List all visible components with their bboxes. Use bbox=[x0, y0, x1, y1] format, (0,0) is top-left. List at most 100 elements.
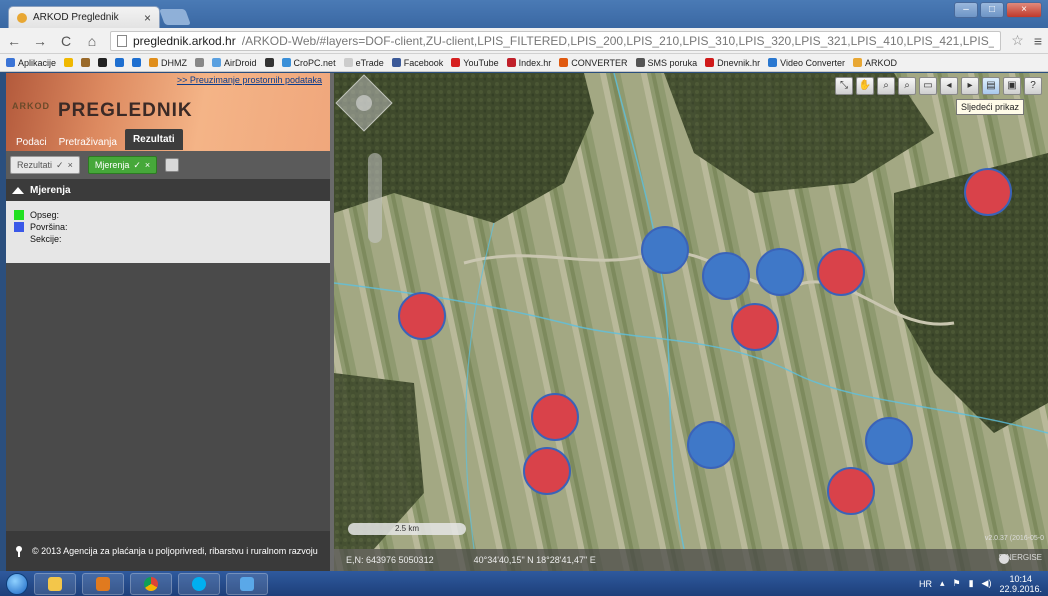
tab-close-icon[interactable]: × bbox=[143, 10, 151, 25]
close-window-button[interactable]: × bbox=[1006, 2, 1042, 18]
map-tool-button[interactable]: ✋ bbox=[856, 77, 874, 95]
blue-measurement-circle[interactable] bbox=[641, 226, 689, 274]
bookmark-item[interactable] bbox=[195, 58, 205, 67]
tab-pretrazivanja[interactable]: Pretraživanja bbox=[58, 137, 117, 148]
clock[interactable]: 10:14 22.9.2016. bbox=[999, 574, 1042, 594]
bookmark-icon bbox=[506, 58, 516, 67]
left-panel: >> Preuzimanje prostornih podataka ARKOD… bbox=[6, 73, 330, 571]
map-tool-button[interactable]: ▭ bbox=[919, 77, 937, 95]
pan-control-icon[interactable] bbox=[334, 73, 394, 133]
tab-rezultati[interactable]: Rezultati bbox=[124, 129, 183, 150]
red-measurement-circle[interactable] bbox=[398, 292, 446, 340]
zoom-slider[interactable] bbox=[368, 153, 382, 243]
bookmark-item[interactable]: AirDroid bbox=[212, 58, 257, 68]
map-tool-button[interactable]: ◂ bbox=[940, 77, 958, 95]
browser-menu-icon[interactable]: ≡ bbox=[1033, 32, 1042, 49]
blue-measurement-circle[interactable] bbox=[687, 421, 735, 469]
map-tool-button[interactable]: ▸ bbox=[961, 77, 979, 95]
sinergise-label: SINERGISE bbox=[998, 553, 1042, 562]
maximize-button[interactable]: □ bbox=[980, 2, 1004, 18]
download-data-link[interactable]: >> Preuzimanje prostornih podataka bbox=[176, 75, 322, 85]
measurements-header[interactable]: Mjerenja bbox=[6, 179, 330, 201]
bookmarks-bar: Aplikacije DHMZ AirDroid CroPC.net eTrade Fac… bbox=[0, 54, 1048, 72]
taskbar-chrome[interactable] bbox=[130, 572, 172, 595]
bookmark-item[interactable]: CONVERTER bbox=[559, 58, 628, 68]
taskbar-paint[interactable] bbox=[226, 572, 268, 595]
new-tab-button[interactable] bbox=[159, 9, 191, 25]
red-measurement-circle[interactable] bbox=[964, 168, 1012, 216]
bookmark-item[interactable]: CroPC.net bbox=[281, 57, 336, 68]
tray-arrow-icon[interactable]: ▴ bbox=[939, 578, 945, 588]
print-icon[interactable] bbox=[165, 158, 180, 172]
bookmark-label: CroPC.net bbox=[293, 57, 336, 68]
close-icon[interactable]: × bbox=[144, 160, 151, 170]
bookmark-item[interactable] bbox=[264, 58, 274, 67]
bookmark-item[interactable]: Index.hr bbox=[506, 58, 551, 68]
red-measurement-circle[interactable] bbox=[827, 467, 875, 515]
bookmark-item[interactable]: SMS poruka bbox=[635, 58, 697, 68]
bookmark-icon bbox=[149, 58, 159, 67]
minimize-button[interactable]: – bbox=[954, 2, 978, 18]
forward-button[interactable]: → bbox=[33, 32, 47, 49]
bookmark-item[interactable] bbox=[115, 58, 125, 67]
page-icon bbox=[117, 34, 127, 47]
measurement-circles bbox=[398, 168, 1012, 515]
browser-toolbar: ← → C ⌂ preglednik.arkod.hr/ARKOD-Web/#l… bbox=[0, 28, 1048, 54]
browser-tab[interactable]: ARKOD Preglednik × bbox=[8, 6, 160, 28]
red-measurement-circle[interactable] bbox=[523, 447, 571, 495]
map-tool-button[interactable]: ⤡ bbox=[835, 77, 853, 95]
reload-button[interactable]: C bbox=[60, 32, 72, 49]
bookmark-item[interactable]: Video Converter bbox=[768, 58, 845, 68]
clock-date: 22.9.2016. bbox=[999, 583, 1042, 594]
map-boundary-line bbox=[334, 282, 1048, 434]
rezultati-chip[interactable]: Rezultati ✓ × bbox=[10, 156, 80, 174]
red-measurement-circle[interactable] bbox=[817, 248, 865, 296]
back-button[interactable]: ← bbox=[7, 32, 21, 49]
map-view[interactable]: ⤡✋⌕⌕▭◂▸▤▣? Sljedeći prikaz 2.5 km v2.0.3… bbox=[334, 73, 1048, 571]
map-tool-button[interactable]: ? bbox=[1024, 77, 1042, 95]
bookmark-item[interactable]: ARKOD bbox=[852, 58, 897, 68]
browser-tabstrip: ARKOD Preglednik × – □ × bbox=[0, 0, 1048, 28]
bookmark-item[interactable]: Aplikacije bbox=[6, 58, 56, 68]
map-tool-button[interactable]: ⌕ bbox=[898, 77, 916, 95]
bookmark-icon bbox=[132, 58, 142, 67]
language-indicator[interactable]: HR bbox=[918, 578, 932, 589]
volume-icon[interactable]: ◀) bbox=[981, 578, 992, 588]
bookmark-star-icon[interactable]: ☆ bbox=[1011, 32, 1024, 48]
map-tool-button[interactable]: ▤ bbox=[982, 77, 1000, 95]
blue-measurement-circle[interactable] bbox=[865, 417, 913, 465]
bookmark-item[interactable] bbox=[132, 58, 142, 67]
bookmark-item[interactable]: Facebook bbox=[391, 58, 443, 68]
blue-measurement-circle[interactable] bbox=[756, 248, 804, 296]
tab-podaci[interactable]: Podaci bbox=[16, 137, 47, 148]
red-measurement-circle[interactable] bbox=[731, 303, 779, 351]
address-bar[interactable]: preglednik.arkod.hr/ARKOD-Web/#layers=DO… bbox=[110, 30, 1002, 51]
network-icon[interactable]: ▮ bbox=[968, 578, 974, 588]
flag-icon[interactable]: ⚑ bbox=[952, 578, 961, 588]
next-view-tooltip: Sljedeći prikaz bbox=[955, 99, 1024, 115]
mjerenja-chip[interactable]: Mjerenja ✓ × bbox=[87, 156, 158, 174]
bookmark-item[interactable]: Dnevnik.hr bbox=[705, 58, 760, 68]
taskbar-skype[interactable] bbox=[178, 572, 220, 595]
satellite-map[interactable] bbox=[334, 73, 1048, 571]
map-tool-button[interactable]: ⌕ bbox=[877, 77, 895, 95]
bookmark-item[interactable]: eTrade bbox=[343, 58, 384, 68]
bookmark-item[interactable]: DHMZ bbox=[149, 58, 187, 68]
window-controls: – □ × bbox=[954, 2, 1042, 18]
bookmark-icon bbox=[115, 58, 125, 67]
red-measurement-circle[interactable] bbox=[531, 393, 579, 441]
bookmark-item[interactable] bbox=[81, 58, 91, 67]
bookmark-item[interactable]: YouTube bbox=[451, 58, 499, 68]
taskbar-media[interactable] bbox=[82, 572, 124, 595]
bookmark-item[interactable] bbox=[98, 58, 108, 67]
bookmark-icon bbox=[64, 58, 74, 67]
start-button[interactable] bbox=[6, 572, 28, 595]
blue-measurement-circle[interactable] bbox=[702, 252, 750, 300]
bookmark-item[interactable] bbox=[64, 58, 74, 67]
panel-splitter-handle[interactable] bbox=[330, 73, 334, 571]
windows-taskbar: HR ▴ ⚑ ▮ ◀) 10:14 22.9.2016. bbox=[0, 571, 1048, 596]
map-tool-button[interactable]: ▣ bbox=[1003, 77, 1021, 95]
home-button[interactable]: ⌂ bbox=[87, 32, 97, 49]
taskbar-explorer[interactable] bbox=[34, 572, 76, 595]
close-icon[interactable]: × bbox=[67, 160, 73, 170]
